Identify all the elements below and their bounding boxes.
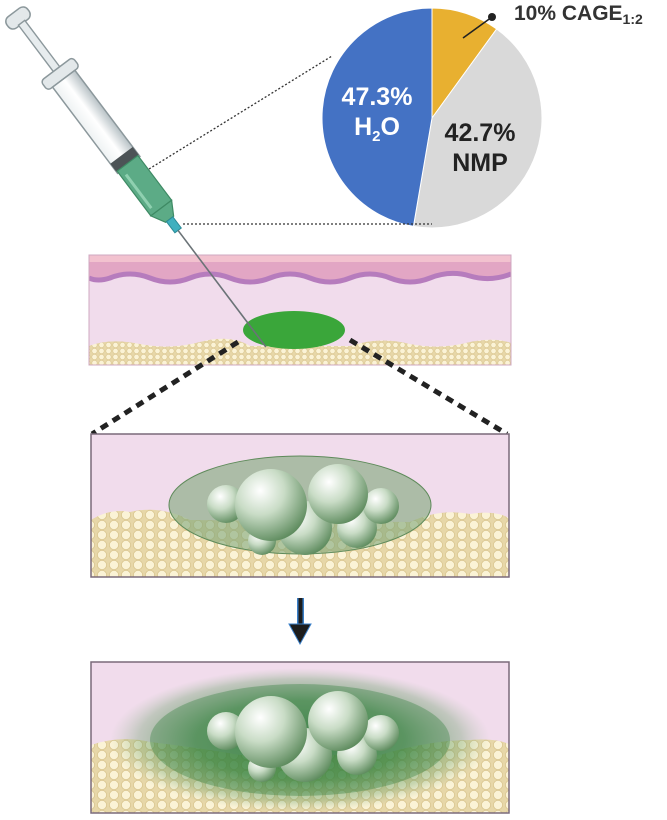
depot-initial-panel xyxy=(91,434,509,577)
h2o-percent: 47.3% xyxy=(341,83,413,111)
skin-cross-section xyxy=(89,255,511,365)
precipitate-sphere xyxy=(363,488,399,524)
precipitate-sphere xyxy=(308,691,368,751)
precipitate-sphere xyxy=(207,485,245,523)
subcutaneous-fat xyxy=(89,338,511,365)
depot-diffused-panel xyxy=(91,662,509,813)
cage-callout-dot xyxy=(488,13,496,21)
precipitate-spheres-diffused xyxy=(207,691,399,782)
depot-diffused-frame xyxy=(90,661,510,814)
precipitate-sphere xyxy=(235,469,307,541)
h2o-label: 47.3% H2O xyxy=(332,82,422,152)
precipitate-spheres-initial xyxy=(207,464,399,555)
pie-zoom-line-top xyxy=(148,55,333,170)
composition-pie-chart xyxy=(321,7,543,229)
skin-outline xyxy=(88,254,512,366)
cage-callout-line xyxy=(462,16,493,39)
depot-initial-frame xyxy=(90,433,510,578)
arrow-down-icon xyxy=(288,598,312,646)
pie-slice-nmp xyxy=(412,28,543,229)
epidermis-layer xyxy=(89,262,511,282)
zoom-line-left xyxy=(90,339,240,437)
pie-slice-h2o xyxy=(321,7,433,227)
basal-layer xyxy=(89,270,511,285)
precipitate-sphere xyxy=(363,715,399,751)
nmp-name: NMP xyxy=(452,149,508,177)
precipitate-sphere xyxy=(308,464,368,524)
h2o-formula: H2O xyxy=(354,113,400,145)
zoom-line-right xyxy=(348,337,509,437)
precipitate-sphere xyxy=(235,696,307,768)
syringe-icon xyxy=(5,6,267,348)
green-depot xyxy=(243,311,345,349)
precipitate-sphere xyxy=(207,712,245,750)
cage-callout-label: 10% CAGE1:2 xyxy=(514,2,643,27)
stratum-corneum xyxy=(89,255,511,262)
nmp-label: 42.7% NMP xyxy=(432,118,528,178)
nmp-percent: 42.7% xyxy=(444,119,516,147)
